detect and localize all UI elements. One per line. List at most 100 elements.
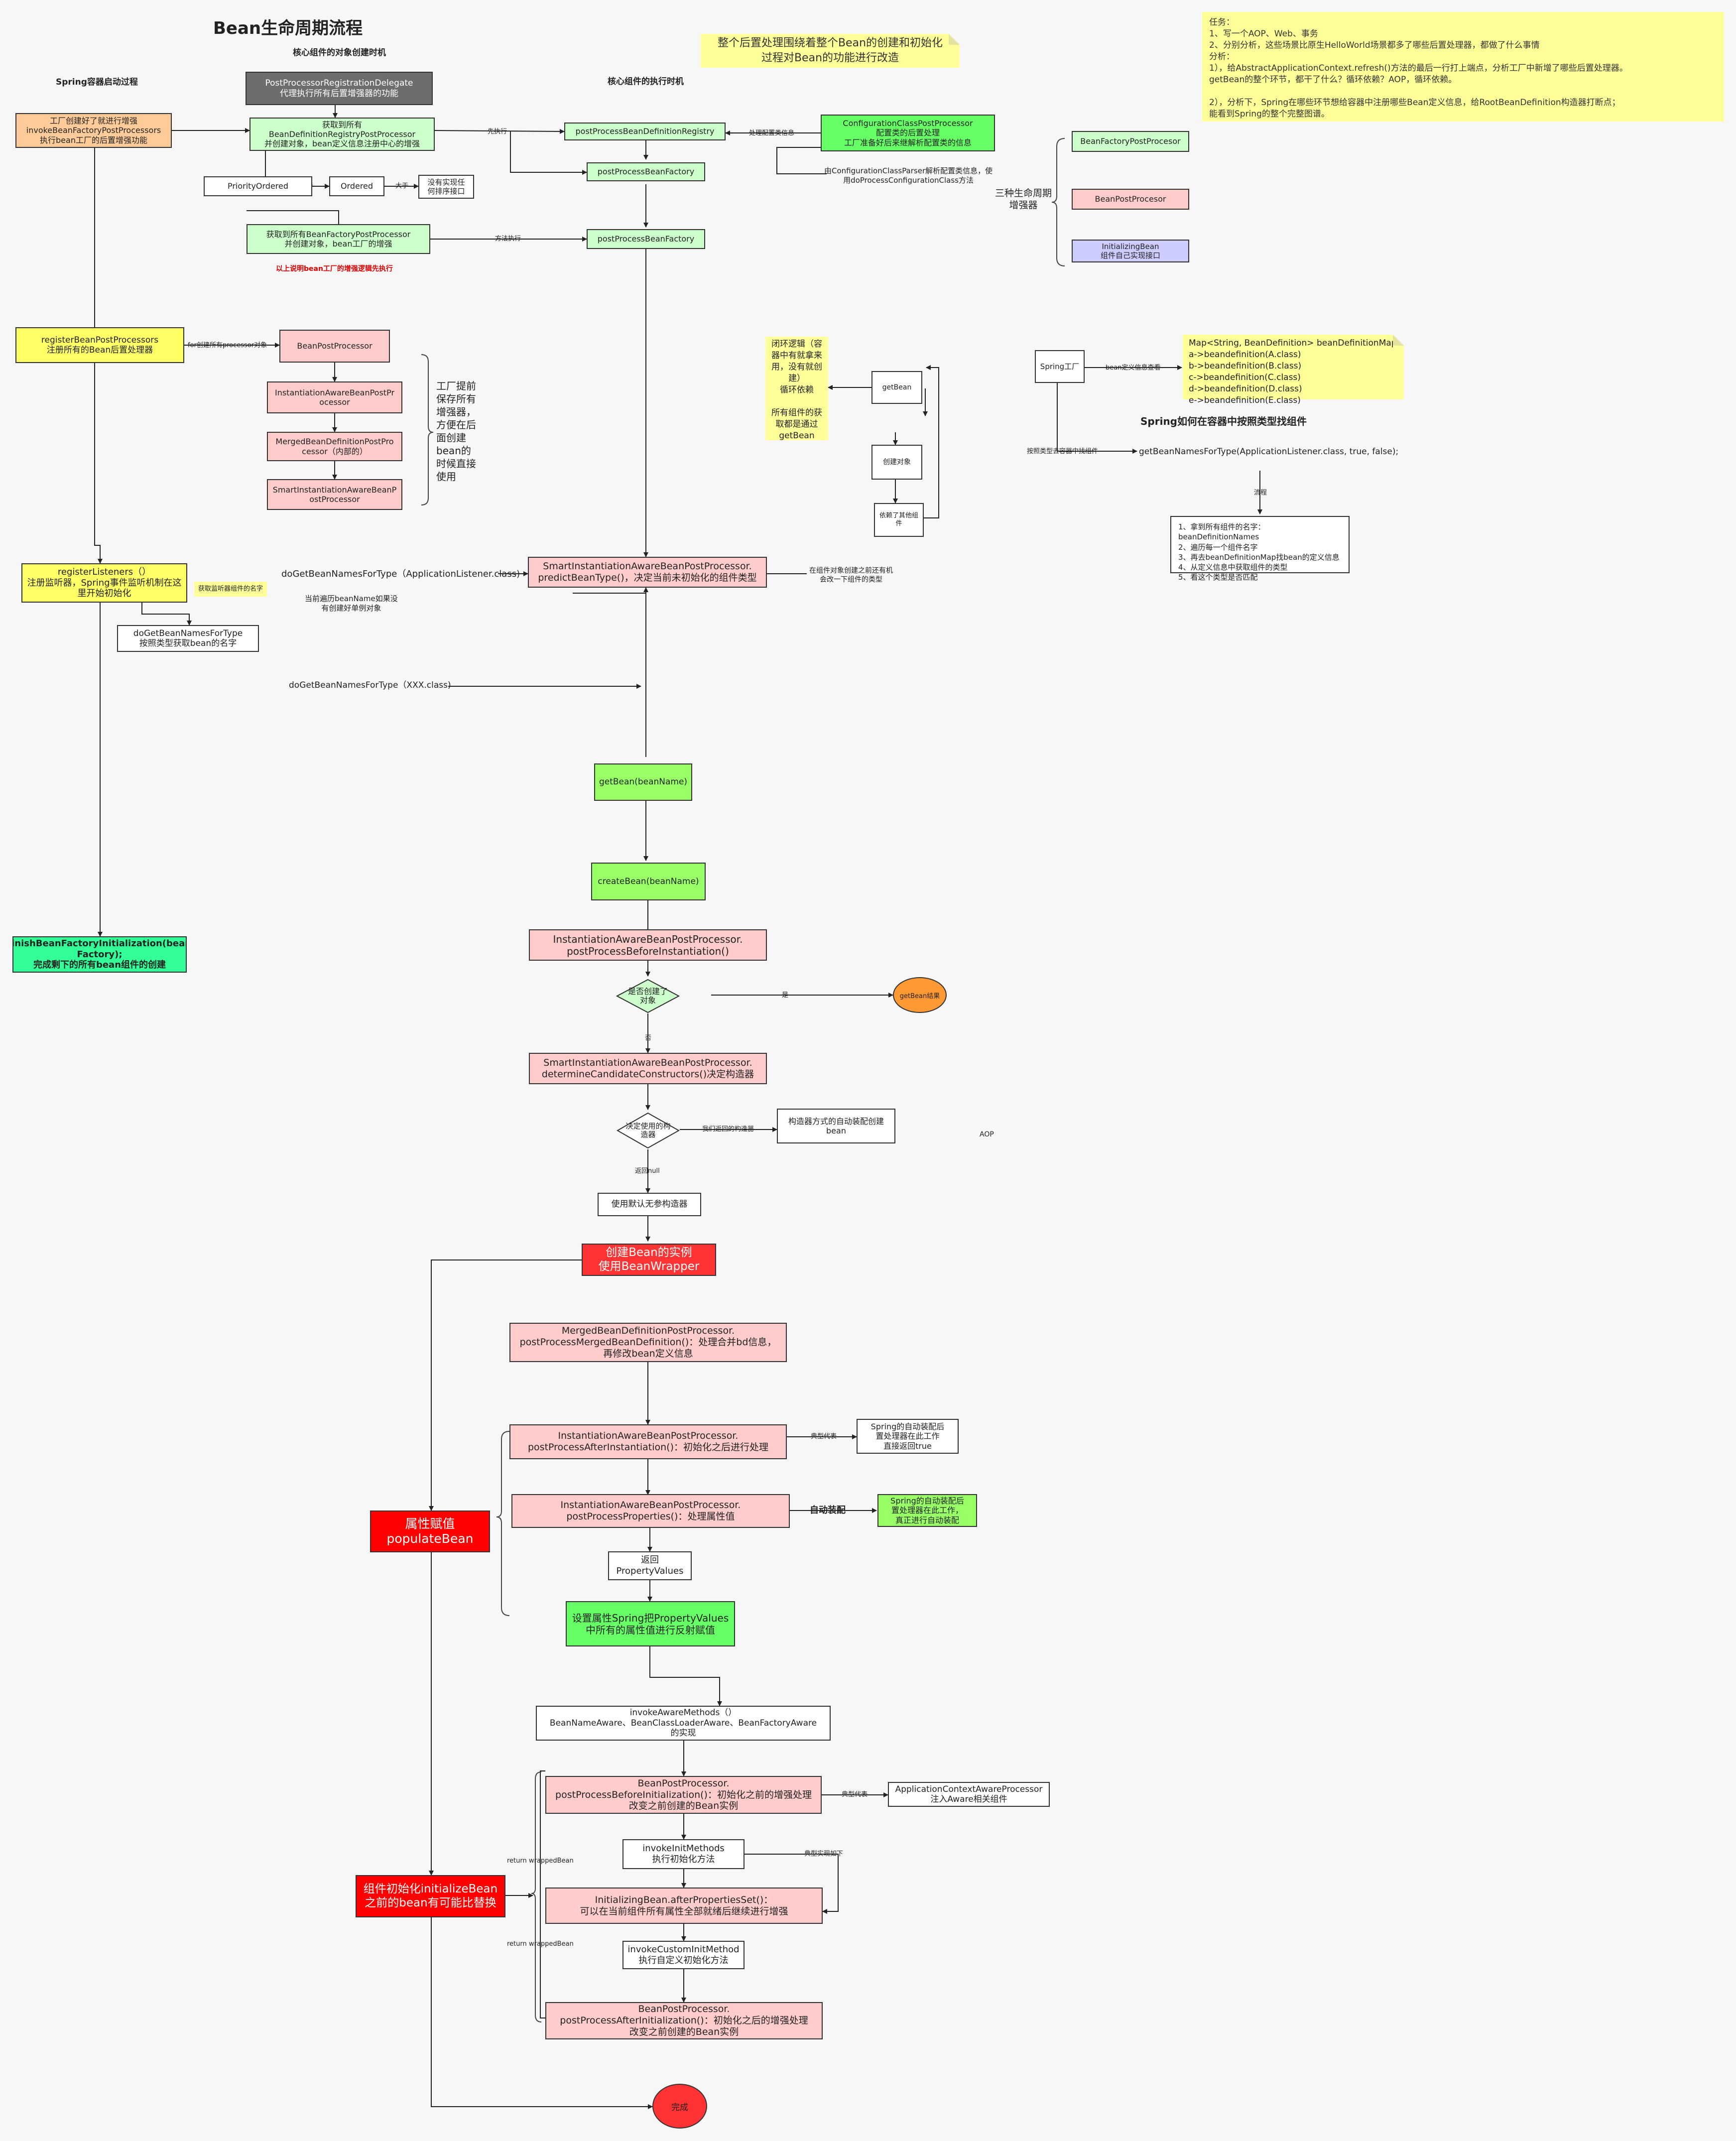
node-get-bean-names: getBeanNamesForType(ApplicationListener.… (1139, 447, 1399, 457)
node-return-property-values: 返回 PropertyValues (608, 1551, 692, 1580)
edge-label: return wrappedBean (507, 1857, 574, 1865)
node-get-bean-small: getBean (871, 371, 922, 404)
edge-label: 大于 (395, 182, 408, 190)
note-text: 闭环逻辑（容 器中有就拿来 用，没有就创 建） 循环依赖 所有组件的获 取都是通… (771, 339, 822, 441)
node-no-order: 没有实现任 何排序接口 (418, 175, 474, 199)
connector (247, 210, 339, 224)
brace (1051, 138, 1065, 266)
decision-label: 决定使用的构 造器 (625, 1121, 671, 1139)
node-invoke-init-methods: invokeInitMethods 执行初始化方法 (622, 1839, 744, 1869)
node-find-steps: 1、拿到所有组件的名字：beanDefinitionNames 2、遍历每一个组… (1170, 516, 1350, 582)
node-determine-constructors: SmartInstantiationAwareBeanPostProcessor… (529, 1053, 767, 1084)
node-create-object-small: 创建对象 (871, 445, 922, 480)
edge-label: return wrappedBean (507, 1940, 574, 1948)
node-merged-post-process: MergedBeanDefinitionPostProcessor. postP… (509, 1323, 787, 1362)
label-factory-save-note: 工厂提前 保存所有 增强器， 方便在后 面创建 bean的 时候直接 使用 (436, 380, 476, 483)
connector (744, 1854, 839, 1914)
section-header-container-startup: Spring容器启动过程 (56, 77, 138, 87)
label-three-enhancers: 三种生命周期 增强器 (995, 188, 1052, 211)
node-factory-created: 工厂创建好了就进行增强 invokeBeanFactoryPostProcess… (15, 113, 172, 148)
edge-label: 是 (782, 992, 788, 999)
node-post-process-properties: InstantiationAwareBeanPostProcessor. pos… (511, 1494, 790, 1528)
node-post-process-factory-2: postProcessBeanFactory (587, 229, 705, 249)
node-config-class-pp: ConfigurationClassPostProcessor 配置类的后置处理… (821, 115, 995, 151)
node-create-bean-name: createBean(beanName) (591, 863, 706, 900)
connector (924, 365, 939, 518)
node-predict-note: 在组件对象创建之前还有机 会改一下组件的类型 (809, 567, 893, 584)
edge-label: 流程 (1254, 489, 1267, 497)
note-text: Map<String, BeanDefinition> beanDefiniti… (1189, 338, 1397, 405)
connector (434, 128, 565, 134)
node-post-process-registry: postProcessBeanDefinitionRegistry (564, 123, 726, 140)
node-ordered: Ordered (329, 176, 384, 196)
node-create-instance: 创建Bean的实例 使用BeanWrapper (582, 1244, 716, 1276)
diamond-shape (616, 979, 680, 1013)
node-after-initialization: BeanPostProcessor. postProcessAfterIniti… (545, 2002, 823, 2039)
node-autowire-constructor: 构造器方式的自动装配创建 bean (777, 1109, 895, 1143)
node-register-listeners: registerListeners（） 注册监听器，Spring事件监听机制在这… (21, 563, 187, 603)
node-spring-factory: Spring工厂 (1035, 350, 1085, 383)
note-bean-definition-map: Map<String, BeanDefinition> beanDefiniti… (1183, 335, 1404, 405)
node-get-factory-pp: 获取到所有BeanFactoryPostProcessor 并创建对象，bean… (247, 224, 430, 254)
node-iabpp: InstantiationAwareBeanPostPr ocessor (267, 381, 402, 413)
node-autowire-props-note: Spring的自动装配后 置处理器在此工作， 真正进行自动装配 (877, 1494, 977, 1527)
node-config-parser-note: 由ConfigurationClassParser解析配置类信息，使 用doPr… (824, 166, 993, 185)
decision-label: 是否创建了 对象 (627, 986, 668, 1005)
note-text: 整个后置处理围绕着整个Bean的创建和初始化 过程对Bean的功能进行改造 (717, 37, 943, 64)
node-invoke-custom-init: invokeCustomInitMethod 执行自定义初始化方法 (622, 1941, 744, 1969)
node-do-get-names-listener: doGetBeanNamesForType（ApplicationListene… (281, 569, 520, 579)
node-before-initialization: BeanPostProcessor. postProcessBeforeInit… (545, 1776, 822, 1814)
brace (421, 354, 434, 505)
note-post-processor-theme: 整个后置处理围绕着整个Bean的创建和初始化 过程对Bean的功能进行改造 (701, 34, 960, 68)
connector (431, 1917, 653, 2109)
node-set-property-values: 设置属性Spring把PropertyValues 中所有的属性值进行反射赋值 (566, 1601, 735, 1646)
note-fold (1393, 335, 1404, 346)
edge-label: 处理配置类信息 (749, 129, 794, 137)
node-aware-processor: ApplicationContextAwareProcessor 注入Aware… (888, 1782, 1050, 1807)
legend-bpp: BeanPostProcesor (1072, 189, 1189, 210)
connector (649, 1646, 722, 1706)
node-traverse-note: 当前遍历beanName如果没 有创建好单例对象 (305, 594, 398, 613)
note-tasks: 任务： 1、写一个AOP、Web、事务 2、分别分析，这些场景比原生HelloW… (1202, 12, 1724, 122)
node-finish-factory: finishBeanFactoryInitialization(bean Fac… (12, 936, 187, 973)
node-invoke-aware: invokeAwareMethods（） BeanNameAware、BeanC… (536, 1706, 831, 1741)
node-after-instantiation: InstantiationAwareBeanPostProcessor. pos… (509, 1424, 787, 1459)
edge-label: 否 (645, 1034, 651, 1042)
brace (496, 1431, 510, 1616)
note-fold (949, 34, 960, 45)
node-populate-bean: 属性赋值 populateBean (370, 1511, 490, 1552)
node-after-properties-set: InitializingBean.afterPropertiesSet()： 可… (545, 1888, 823, 1924)
node-get-bean-name: getBean(beanName) (594, 763, 692, 801)
note-text: 任务： 1、写一个AOP、Web、事务 2、分别分析，这些场景比原生HelloW… (1209, 17, 1628, 119)
node-use-constructor-decision: 决定使用的构 造器 (617, 1112, 680, 1149)
connector (141, 596, 192, 626)
edge-label: 典型代表 (811, 1433, 837, 1440)
section-header-core-object-creation: 核心组件的对象创建时机 (293, 48, 386, 58)
section-header-find-by-type: Spring如何在容器中按照类型找组件 (1140, 415, 1307, 427)
node-default-constructor: 使用默认无参构造器 (598, 1193, 701, 1216)
node-get-registry-pp: 获取到所有 BeanDefinitionRegistryPostProcesso… (249, 118, 435, 151)
connector (1057, 383, 1137, 454)
edge-label: 典型实现如下 (804, 1850, 843, 1858)
node-merged-bdpp: MergedBeanDefinitionPostPro cessor（内部的） (267, 432, 402, 461)
node-delegate: PostProcessorRegistrationDelegate 代理执行所有… (246, 72, 433, 105)
connector (540, 1770, 545, 2018)
node-register-bpp: registerBeanPostProcessors 注册所有的Bean后置处理… (15, 327, 184, 363)
edge-label: 典型代表 (842, 1791, 868, 1798)
node-initialize-bean: 组件初始化initializeBean 之前的bean有可能比替换 (356, 1875, 505, 1917)
node-factory-pp-note: 以上说明bean工厂的增强逻辑先执行 (276, 265, 393, 273)
edge-label: 按照类型去容器中找组件 (1027, 447, 1098, 455)
legend-initializing: InitializingBean 组件自己实现接口 (1072, 240, 1189, 262)
node-smart-iabpp: SmartInstantiationAwareBeanP ostProcesso… (267, 479, 402, 510)
node-created-object-decision: 是否创建了 对象 (616, 979, 680, 1013)
edge-label: 我们返回的构造器 (702, 1125, 754, 1133)
node-post-process-factory-1: postProcessBeanFactory (587, 162, 705, 181)
node-autowire-after-note: Spring的自动装配后 置处理器在此工作 直接返回true (857, 1419, 959, 1454)
node-do-get-names: doGetBeanNamesForType 按照类型获取bean的名字 (117, 625, 259, 652)
node-do-get-names-xxx: doGetBeanNamesForType（XXX.class) (289, 680, 451, 690)
node-bean-post-processor: BeanPostProcessor (279, 330, 390, 363)
edge-label: 先执行 (488, 128, 507, 135)
node-priority-ordered: PriorityOrdered (204, 176, 312, 196)
